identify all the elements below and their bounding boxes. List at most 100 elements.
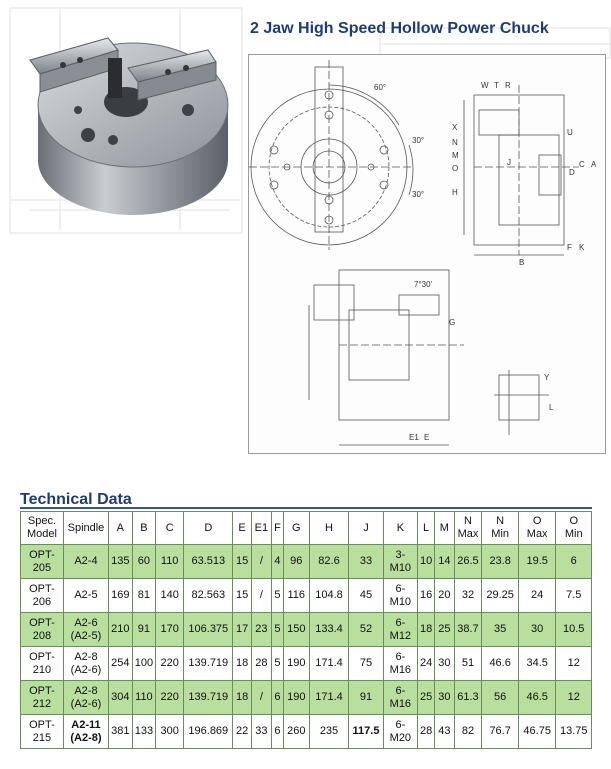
table-cell: 220 (155, 646, 185, 681)
table-cell: 10 (417, 544, 436, 579)
column-header: C (155, 511, 185, 545)
table-cell: 96 (282, 544, 310, 579)
table-cell: 56 (481, 680, 519, 715)
table-cell: OPT-205 (20, 544, 64, 579)
table-cell: 190 (282, 646, 310, 681)
table-cell: 10.5 (555, 612, 592, 647)
table-cell: 381 (108, 714, 133, 749)
table-cell: 33 (250, 714, 273, 749)
column-header: H (308, 511, 350, 545)
table-cell: A2-6(A2-5) (62, 612, 110, 647)
engineering-drawing: 60° 30° 30° W T R X N M O U H D J B C A … (248, 54, 606, 454)
table-cell: 25 (434, 612, 455, 647)
table-cell: 25 (417, 680, 436, 715)
table-cell: 32 (453, 578, 483, 613)
table-cell: 82 (453, 714, 483, 749)
page-title: 2 Jaw High Speed Hollow Power Chuck (250, 20, 549, 37)
table-cell: 235 (308, 714, 350, 749)
chuck-photo (29, 37, 229, 215)
table-cell: 106.375 (183, 612, 234, 647)
table-cell: 82.563 (183, 578, 234, 613)
column-header: B (131, 511, 157, 545)
table-cell: 190 (282, 680, 310, 715)
table-cell: 300 (155, 714, 185, 749)
column-header: D (183, 511, 234, 545)
table-cell: 46.6 (481, 646, 519, 681)
column-header: A (108, 511, 133, 545)
table-cell: 75 (348, 646, 384, 681)
table-cell: 3-M10 (382, 544, 419, 579)
table-cell: 100 (131, 646, 157, 681)
table-cell: 26.5 (453, 544, 483, 579)
drawing-label-angle-60: 60° (374, 83, 386, 92)
table-cell: 5 (271, 612, 284, 647)
table-cell: A2-4 (62, 544, 110, 579)
table-cell: 18 (232, 680, 252, 715)
table-cell: A2-8(A2-6) (62, 680, 110, 715)
drawing-label-b: B (519, 258, 524, 267)
table-cell: 28 (417, 714, 436, 749)
column-header: M (434, 511, 455, 545)
table-cell: 117.5 (348, 714, 384, 749)
table-cell: / (250, 680, 273, 715)
table-cell: 7.5 (555, 578, 592, 613)
section-rule (20, 507, 592, 509)
table-cell: 23 (250, 612, 273, 647)
table-cell: 15 (232, 578, 252, 613)
table-cell: 104.8 (308, 578, 350, 613)
table-cell: 63.513 (183, 544, 234, 579)
column-header: E1 (250, 511, 273, 545)
table-cell: 81 (131, 578, 157, 613)
table-cell: 140 (155, 578, 185, 613)
table-cell: 82.6 (308, 544, 350, 579)
drawing-label-x: X (452, 123, 458, 132)
table-cell: 30 (434, 646, 455, 681)
table-cell: 220 (155, 680, 185, 715)
drawing-label-angle-30-a: 30° (412, 136, 424, 145)
table-cell: 76.7 (481, 714, 519, 749)
drawing-label-u: U (567, 128, 573, 137)
table-cell: 6 (271, 680, 284, 715)
table-cell: 6 (555, 544, 592, 579)
table-cell: 19.5 (517, 544, 557, 579)
table-cell: 60 (131, 544, 157, 579)
table-cell: 135 (108, 544, 133, 579)
table-cell: 43 (434, 714, 455, 749)
drawing-label-c: C (579, 160, 585, 169)
drawing-canvas: 60° 30° 30° W T R X N M O U H D J B C A … (249, 60, 597, 446)
table-cell: 133.4 (308, 612, 350, 647)
table-cell: OPT-212 (20, 680, 64, 715)
table-cell: 6-M10 (382, 578, 419, 613)
table-cell: 171.4 (308, 646, 350, 681)
table-cell: 196.869 (183, 714, 234, 749)
table-cell: 91 (348, 680, 384, 715)
column-header: F (271, 511, 284, 545)
column-header: J (348, 511, 384, 545)
table-cell: 51 (453, 646, 483, 681)
drawing-label-n: N (452, 138, 458, 147)
table-cell: 5 (271, 646, 284, 681)
table-cell: / (250, 578, 273, 613)
drawing-label-m: M (452, 151, 459, 160)
drawing-label-k: K (579, 243, 585, 252)
table-cell: 30 (517, 612, 557, 647)
column-header: Spindle (62, 511, 110, 545)
table-cell: 110 (155, 544, 185, 579)
table-cell: 139.719 (183, 680, 234, 715)
table-cell: 12 (555, 680, 592, 715)
table-cell: 30 (434, 680, 455, 715)
table-cell: 24 (417, 646, 436, 681)
drawing-label-h: H (452, 188, 458, 197)
table-cell: 46.75 (517, 714, 557, 749)
table-cell: 171.4 (308, 680, 350, 715)
table-cell: 61.3 (453, 680, 483, 715)
